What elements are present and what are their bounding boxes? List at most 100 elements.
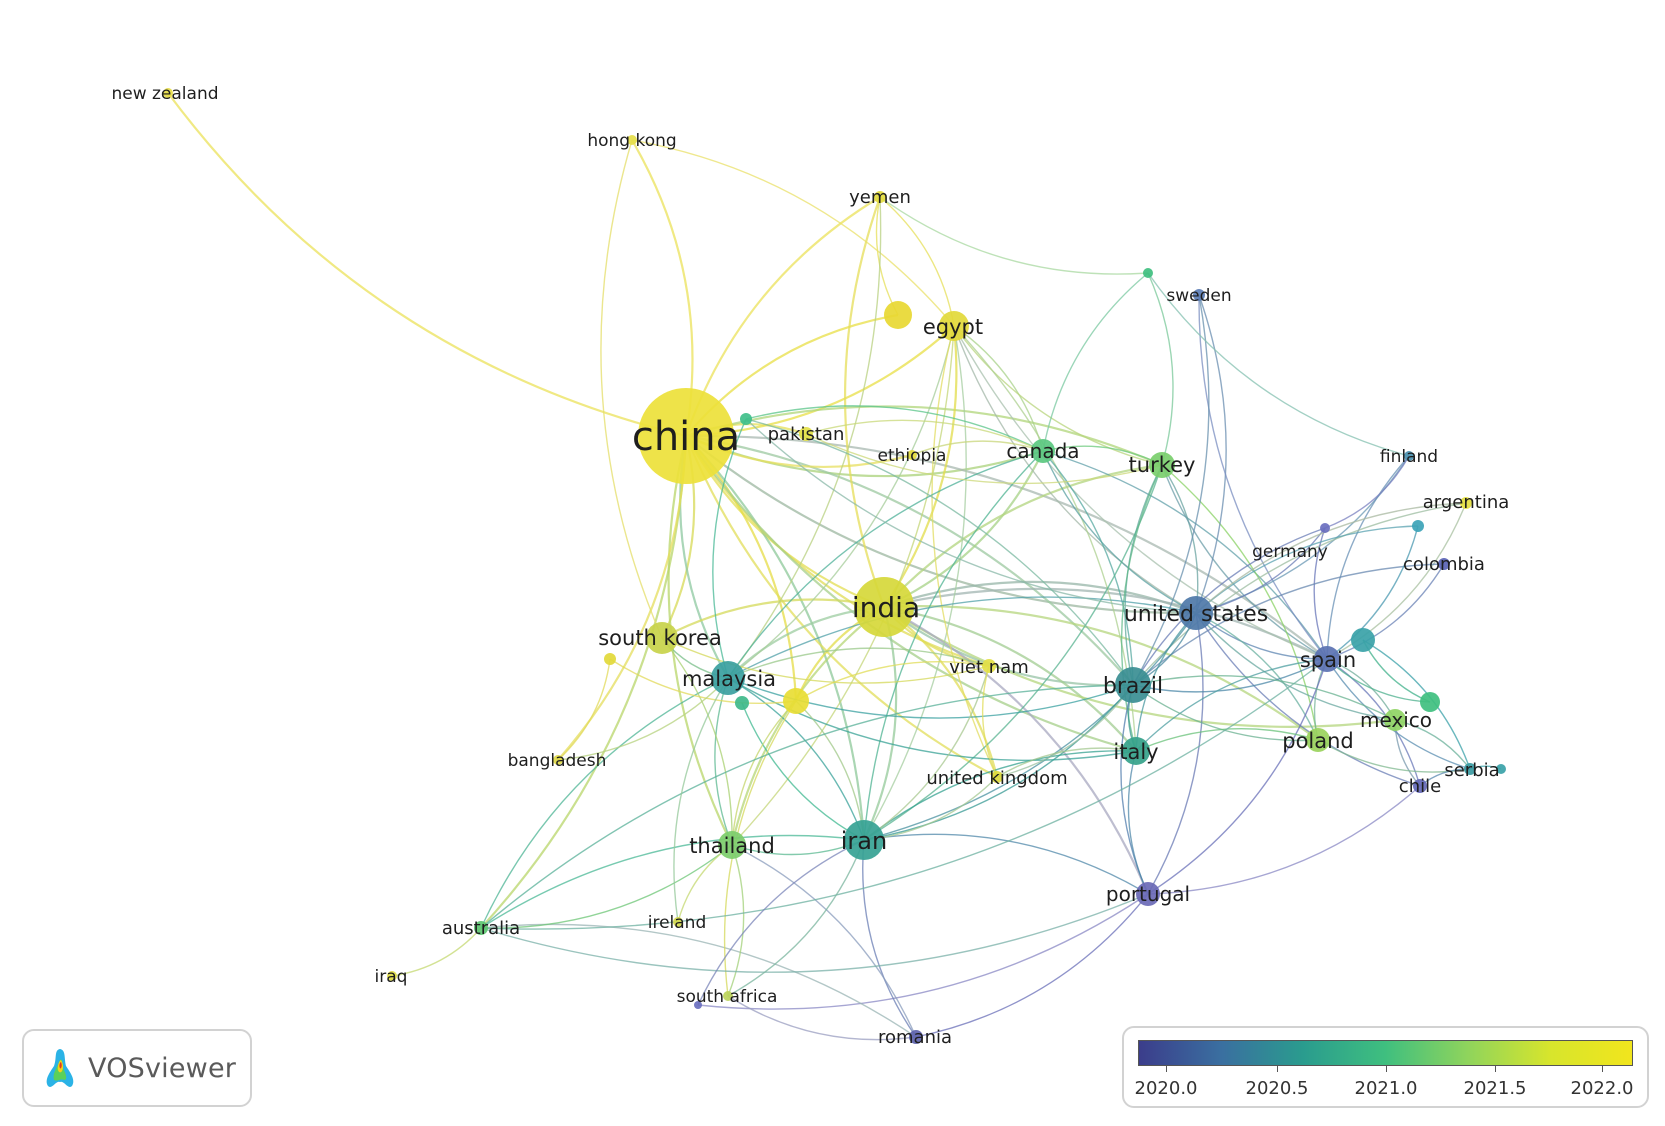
node-turkey[interactable] — [1149, 452, 1175, 478]
node-united-states[interactable] — [1179, 596, 1213, 630]
edge-germany-brazil — [1132, 527, 1326, 686]
node-label-yemen: yemen — [849, 187, 911, 208]
node-serbia2[interactable] — [1496, 764, 1506, 774]
edge-yellow_mid-thailand — [731, 700, 797, 846]
color-scale-tick — [1277, 1066, 1278, 1072]
node-spain2[interactable] — [1351, 628, 1375, 652]
vosviewer-logo-text: VOSviewer — [88, 1052, 237, 1084]
edge-yemen-sweden_dot — [879, 196, 1149, 275]
edge-australia-brazil — [480, 684, 1134, 929]
node-thailand[interactable] — [718, 831, 746, 859]
edge-india-portugal — [883, 606, 1150, 895]
node-brazil[interactable] — [1115, 667, 1151, 703]
edge-brazil-mexico — [1132, 675, 1396, 721]
edge-canada-turkey — [1042, 445, 1163, 466]
node-mexico2[interactable] — [1420, 692, 1440, 712]
node-chile[interactable] — [1413, 779, 1427, 793]
edge-united_states-chile — [1195, 612, 1421, 787]
node-south-africa[interactable] — [723, 991, 733, 1001]
node-bangladesh[interactable] — [553, 755, 563, 765]
node-malaysia-dot[interactable] — [735, 696, 749, 710]
node-germany[interactable] — [1320, 523, 1330, 533]
edge-sweden_dot-canada — [1042, 272, 1149, 452]
edge-argentina-spain — [1326, 502, 1467, 660]
color-scale-tick-label: 2020.5 — [1245, 1078, 1309, 1099]
node-india[interactable] — [854, 577, 914, 637]
edge-egypt-spain — [953, 325, 1328, 660]
node-portugal[interactable] — [1136, 882, 1160, 906]
node-ireland[interactable] — [673, 917, 683, 927]
edge-china-turkey — [685, 405, 1163, 467]
node-label-canada: canada — [1006, 439, 1079, 463]
node-egypt2[interactable] — [884, 301, 912, 329]
node-viet-nam[interactable] — [982, 659, 996, 673]
edge-spain2-serbia — [1362, 639, 1471, 770]
node-south-korea[interactable] — [646, 622, 678, 654]
node-sa-dot[interactable] — [694, 1001, 702, 1009]
edge-spain-brazil — [1132, 658, 1328, 693]
color-scale-bar — [1138, 1040, 1633, 1066]
node-yemen[interactable] — [874, 191, 886, 203]
edge-south_africa-iran — [727, 839, 865, 997]
node-sweden-dot[interactable] — [1143, 268, 1153, 278]
node-sweden[interactable] — [1193, 289, 1205, 301]
edge-india-italy — [883, 605, 1137, 752]
node-hong-kong[interactable] — [627, 135, 637, 145]
edges-layer — [167, 92, 1502, 1041]
node-label-portugal: portugal — [1106, 882, 1190, 906]
node-label-colombia: colombia — [1403, 554, 1485, 575]
node-sk-dot[interactable] — [604, 653, 616, 665]
node-label-brazil: brazil — [1103, 674, 1163, 699]
edge-united_states-mexico — [1195, 612, 1396, 721]
edge-south_korea-viet_nam — [661, 637, 990, 684]
node-new-zealand[interactable] — [163, 88, 173, 98]
edge-malaysia-thailand — [714, 677, 733, 846]
edge-australia-spain — [480, 658, 1328, 930]
node-extra-teal[interactable] — [1412, 520, 1424, 532]
node-australia[interactable] — [474, 921, 488, 935]
node-serbia[interactable] — [1464, 763, 1476, 775]
edge-malaysia-australia — [480, 677, 729, 929]
node-iraq[interactable] — [387, 971, 397, 981]
edge-egypt-hong_kong — [631, 139, 955, 327]
node-label-new-zealand: new zealand — [111, 84, 218, 104]
node-label-south-korea: south korea — [598, 626, 722, 650]
node-finland[interactable] — [1404, 451, 1414, 461]
edge-italy-iran — [863, 750, 1137, 841]
node-pakistan[interactable] — [799, 427, 813, 441]
node-colombia[interactable] — [1438, 558, 1450, 570]
node-pakistan-dot[interactable] — [740, 413, 752, 425]
node-malaysia[interactable] — [711, 661, 745, 695]
node-mexico[interactable] — [1384, 709, 1406, 731]
edge-pakistan_dot-malaysia — [712, 418, 747, 679]
edge-malaysia-viet_nam — [727, 647, 990, 679]
edge-china-spain — [685, 434, 1328, 660]
edge-iran-australia — [480, 834, 865, 929]
color-scale-tick-label: 2022.0 — [1570, 1078, 1634, 1099]
node-poland[interactable] — [1306, 728, 1330, 752]
edge-ireland-malaysia — [673, 677, 729, 923]
edge-sk_dot-bangladesh — [557, 658, 611, 761]
node-united-kingdom[interactable] — [991, 771, 1003, 783]
edge-germany-united_states — [1195, 527, 1326, 614]
color-scale-tick-label: 2021.0 — [1354, 1078, 1418, 1099]
node-romania[interactable] — [909, 1030, 923, 1044]
node-iran[interactable] — [844, 820, 884, 860]
node-china[interactable] — [638, 388, 734, 484]
node-label-chile: chile — [1399, 776, 1441, 797]
node-ethiopia[interactable] — [907, 450, 917, 460]
node-argentina[interactable] — [1460, 497, 1472, 509]
node-spain[interactable] — [1314, 646, 1340, 672]
node-canada[interactable] — [1031, 439, 1055, 463]
edge-united_kingdom-italy — [996, 747, 1137, 778]
node-label-south-africa: south africa — [677, 987, 778, 1007]
edge-brazil-malaysia — [727, 677, 1134, 719]
edge-china-united_states — [685, 435, 1197, 615]
node-yellow-mid[interactable] — [783, 688, 809, 714]
node-egypt[interactable] — [939, 311, 969, 341]
node-italy[interactable] — [1122, 737, 1150, 765]
edge-united_states-poland — [1195, 612, 1319, 741]
edge-egypt-turkey — [953, 325, 1163, 466]
